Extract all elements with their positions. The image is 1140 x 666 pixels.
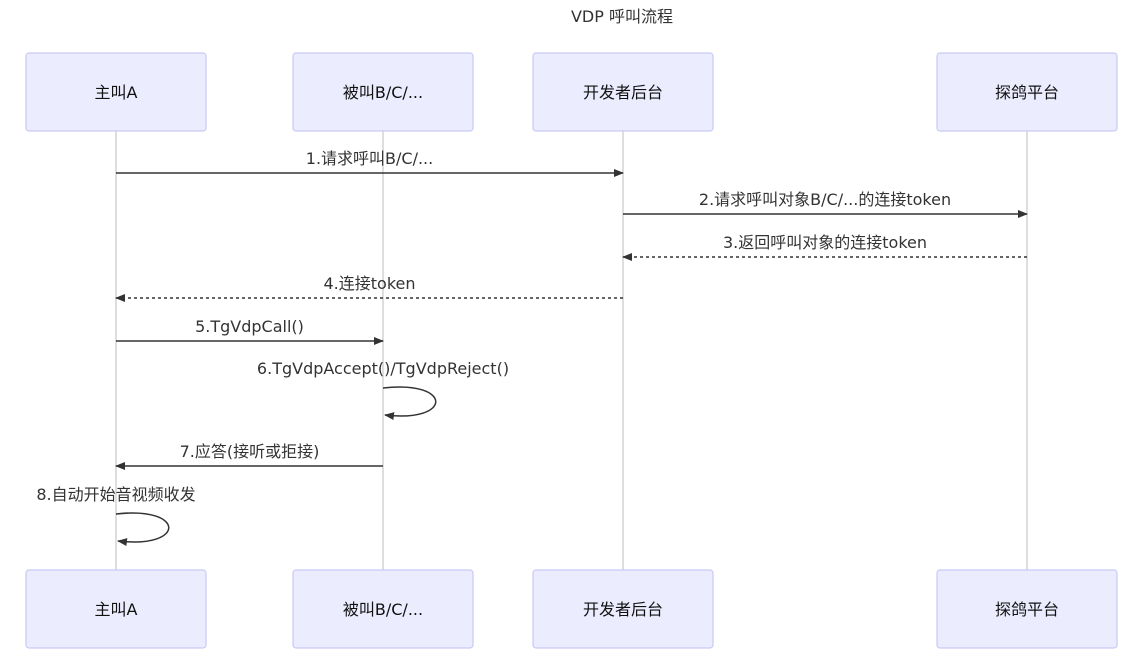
message-label: 8.自动开始音视频收发 bbox=[36, 485, 195, 504]
message-label: 3.返回呼叫对象的连接token bbox=[723, 233, 927, 252]
actor-label: 主叫A bbox=[95, 600, 138, 619]
message-label: 4.连接token bbox=[323, 274, 415, 293]
actors-bottom: 主叫A 被叫B/C/... 开发者后台 探鸽平台 bbox=[25, 569, 1118, 649]
message-label: 1.请求呼叫B/C/... bbox=[306, 149, 433, 168]
message-label: 7.应答(接听或拒接) bbox=[180, 442, 320, 461]
actor-platform-top: 探鸽平台 bbox=[936, 52, 1118, 132]
actor-label: 探鸽平台 bbox=[995, 83, 1059, 102]
message-self-loop bbox=[382, 386, 437, 421]
message-label: 5.TgVdpCall() bbox=[195, 317, 304, 336]
message-6: 6.TgVdpAccept()/TgVdpReject() bbox=[257, 359, 509, 421]
actor-box bbox=[532, 569, 714, 649]
messages: 1.请求呼叫B/C/... 2.请求呼叫对象B/C/...的连接token 3.返回… bbox=[36, 149, 1028, 547]
actor-box bbox=[292, 52, 474, 132]
actor-box bbox=[25, 569, 207, 649]
actor-box bbox=[532, 52, 714, 132]
actor-label: 被叫B/C/... bbox=[343, 600, 423, 619]
actor-box bbox=[936, 569, 1118, 649]
message-2: 2.请求呼叫对象B/C/...的连接token bbox=[623, 190, 1028, 218]
message-5: 5.TgVdpCall() bbox=[116, 317, 384, 345]
actor-backend-top: 开发者后台 bbox=[532, 52, 714, 132]
actor-box bbox=[25, 52, 207, 132]
actor-backend-bottom: 开发者后台 bbox=[532, 569, 714, 649]
lifelines bbox=[115, 131, 1028, 570]
actor-callee-bottom: 被叫B/C/... bbox=[292, 569, 474, 649]
actor-box bbox=[936, 52, 1118, 132]
message-7: 7.应答(接听或拒接) bbox=[115, 442, 383, 470]
actor-label: 主叫A bbox=[95, 83, 138, 102]
actor-box bbox=[292, 569, 474, 649]
message-4: 4.连接token bbox=[115, 274, 623, 302]
actor-platform-bottom: 探鸽平台 bbox=[936, 569, 1118, 649]
actor-label: 开发者后台 bbox=[583, 83, 663, 102]
actor-caller-top: 主叫A bbox=[25, 52, 207, 132]
message-self-loop bbox=[115, 512, 170, 547]
message-label: 2.请求呼叫对象B/C/...的连接token bbox=[699, 190, 951, 209]
diagram-title: VDP 呼叫流程 bbox=[571, 7, 673, 26]
actor-callee-top: 被叫B/C/... bbox=[292, 52, 474, 132]
message-label: 6.TgVdpAccept()/TgVdpReject() bbox=[257, 359, 509, 378]
actor-label: 被叫B/C/... bbox=[343, 83, 423, 102]
message-8: 8.自动开始音视频收发 bbox=[36, 485, 196, 547]
actor-label: 探鸽平台 bbox=[995, 600, 1059, 619]
message-1: 1.请求呼叫B/C/... bbox=[116, 149, 624, 177]
actor-label: 开发者后台 bbox=[583, 600, 663, 619]
message-3: 3.返回呼叫对象的连接token bbox=[622, 233, 1027, 261]
actor-caller-bottom: 主叫A bbox=[25, 569, 207, 649]
actors-top: 主叫A 被叫B/C/... 开发者后台 探鸽平台 bbox=[25, 52, 1118, 132]
